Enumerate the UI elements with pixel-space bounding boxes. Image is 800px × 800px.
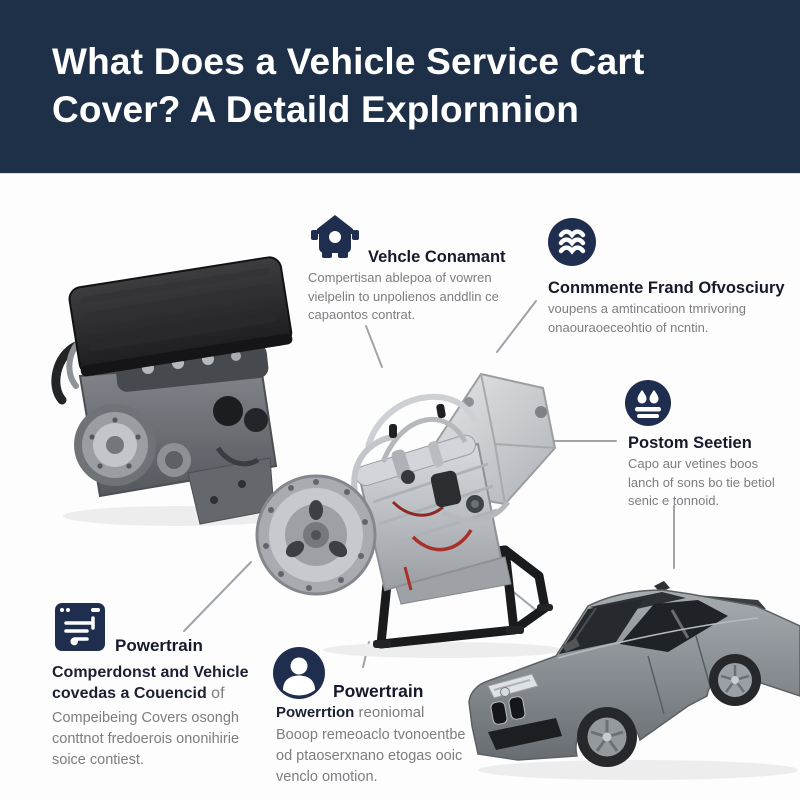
callout-body: Capo aur vetines boos lanch of sons bo t… xyxy=(628,456,775,508)
layers-wave-icon xyxy=(548,218,596,271)
front-wheel xyxy=(577,707,637,767)
subtitle-light: of xyxy=(206,685,225,702)
rear-wheel xyxy=(709,654,761,706)
callout-body: Compertisan ablepoa of vowren vielpelin … xyxy=(308,270,499,322)
callout-body: voupens a amtincatioon tmrivoring onaour… xyxy=(548,301,746,335)
transmission-illustration xyxy=(255,372,563,658)
person-icon xyxy=(273,647,325,704)
page-title-line2: Cover? A Detaild Explornnion xyxy=(52,89,580,130)
callout-lead: Powerrtion reoniomal xyxy=(276,703,484,723)
connector-line xyxy=(183,561,252,632)
engine-icon xyxy=(308,208,362,267)
page-title-line1: What Does a Vehicle Service Cart xyxy=(52,41,645,82)
window-sliders-icon xyxy=(53,600,107,659)
sedan-illustration xyxy=(468,581,800,780)
page-title: What Does a Vehicle Service Cart Cover? … xyxy=(52,38,645,134)
callout-title: Postom Seetien xyxy=(628,434,752,452)
callout-title: Conmmente Frand Ofvosciury xyxy=(548,279,785,297)
callout-title: Powertrain xyxy=(115,636,203,655)
callout-title: Vehcle Conamant xyxy=(368,248,506,266)
header-band: What Does a Vehicle Service Cart Cover? … xyxy=(0,0,800,174)
lead-light: reoniomal xyxy=(354,704,425,721)
callout-title: Powertrain xyxy=(333,681,424,701)
oil-drops-icon xyxy=(625,380,671,431)
callout-subtitle: Comperdonst and Vehicle covedas a Couenc… xyxy=(52,662,252,704)
lead-bold: Powerrtion xyxy=(276,704,355,721)
callout-body: Compeibeing Covers osongh conttnot fredo… xyxy=(52,710,240,768)
engine-illustration xyxy=(51,256,293,526)
subtitle-bold: Comperdonst and Vehicle covedas a Couenc… xyxy=(52,664,249,702)
callout-body: Booop remeoaclo tvonoentbe od ptaoserxna… xyxy=(276,727,466,785)
